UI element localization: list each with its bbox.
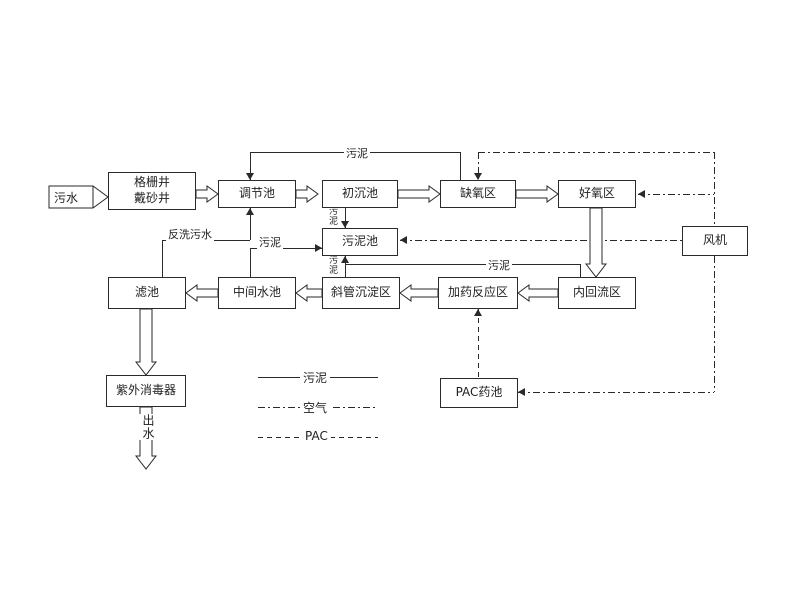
backwash-line-up	[162, 240, 163, 277]
node-regulating-tank: 调节池	[218, 180, 296, 208]
node-dosing-reaction-zone: 加药反应区	[438, 277, 518, 309]
arrowhead-into-sludge-tank-top	[341, 221, 349, 228]
air-line-to-pac-tank	[518, 392, 714, 393]
flow-arrow	[515, 185, 559, 203]
node-inclined-tube-settling-zone: 斜管沉淀区	[322, 277, 400, 309]
flow-arrow	[399, 284, 439, 302]
arrowhead-into-regulating-bottom	[246, 208, 254, 215]
node-internal-reflux-zone: 内回流区	[558, 277, 636, 309]
inflow-arrow	[48, 185, 109, 209]
flow-label-backwash: 反洗污水	[166, 226, 214, 242]
node-intermediate-tank-label: 中间水池	[232, 285, 281, 300]
arrowhead-air-into-aerobic	[638, 190, 645, 198]
node-primary-sedimentation-tank: 初沉池	[322, 180, 398, 208]
reflux-sludge-line-up	[580, 264, 581, 277]
node-uv-disinfector-label: 紫外消毒器	[115, 383, 176, 398]
inflow-label: 污水	[54, 191, 79, 205]
node-fan-label: 风机	[702, 233, 727, 248]
node-grid-well: 格栅井 戴砂井	[108, 172, 196, 210]
legend-label-pac: PAC	[302, 429, 331, 443]
flow-label-sludge-reflux: 污泥	[486, 257, 512, 273]
flow-arrow	[185, 284, 219, 302]
flow-arrow	[134, 308, 158, 376]
flow-label-sludge-inclined: 污泥	[326, 255, 339, 275]
node-pac-tank-label: PAC药池	[455, 385, 503, 400]
arrowhead-air-into-anoxic	[474, 173, 482, 180]
node-sludge-tank: 污泥池	[322, 228, 398, 256]
node-filter-tank-label: 滤池	[134, 285, 159, 300]
node-grid-well-label-2: 戴砂井	[133, 191, 170, 205]
legend-label-sludge: 污泥	[300, 369, 331, 386]
node-aerobic-zone: 好氧区	[558, 180, 636, 208]
arrowhead-into-sludge-tank-left	[315, 244, 322, 252]
air-line-top-bus	[478, 152, 714, 153]
reflux-sludge-line-across	[345, 264, 580, 265]
arrowhead-into-sludge-tank-bottom	[341, 256, 349, 263]
arrowhead-into-regulating-top	[246, 173, 254, 180]
node-inclined-tube-label: 斜管沉淀区	[330, 285, 391, 300]
pac-dosing-line	[478, 309, 479, 378]
inclined-sludge-line	[345, 256, 346, 277]
air-line-to-aerobic	[638, 194, 714, 195]
arrowhead-pac-into-dosing	[474, 309, 482, 316]
arrowhead-air-into-sludge-tank	[400, 236, 407, 244]
flow-label-sludge-primary: 污泥	[326, 206, 339, 226]
flow-arrow	[517, 284, 559, 302]
flow-label-sludge-top: 污泥	[344, 145, 370, 161]
primary-sludge-line	[345, 208, 346, 228]
node-fan: 风机	[682, 226, 748, 256]
node-internal-reflux-label: 内回流区	[572, 285, 621, 300]
node-sludge-tank-label: 污泥池	[341, 234, 378, 249]
air-line-riser-bottom	[714, 256, 715, 392]
intermediate-sludge-line-across	[250, 248, 322, 249]
flow-label-sludge-intermediate: 污泥	[257, 234, 283, 250]
node-regulating-tank-label: 调节池	[238, 186, 275, 201]
air-line-to-anoxic	[478, 152, 479, 180]
sludge-return-line-up	[460, 152, 461, 180]
node-grid-well-label-1: 格栅井	[133, 175, 170, 190]
node-anoxic-zone-label: 缺氧区	[459, 186, 496, 201]
legend-label-air: 空气	[300, 399, 331, 416]
node-intermediate-tank: 中间水池	[218, 277, 296, 309]
node-primary-sedimentation-label: 初沉池	[341, 186, 378, 201]
backwash-line-into-tank	[250, 208, 251, 240]
flow-arrow	[397, 185, 441, 203]
arrowhead-air-into-pac-tank	[518, 388, 525, 396]
node-anoxic-zone: 缺氧区	[440, 180, 516, 208]
intermediate-sludge-line-up	[250, 248, 251, 277]
flow-arrow	[584, 207, 608, 278]
outflow-label: 出水	[138, 414, 159, 440]
flow-arrow	[295, 185, 319, 203]
air-line-riser-top	[714, 152, 715, 226]
sludge-return-line-down	[250, 152, 251, 180]
air-line-to-sludge-tank	[400, 240, 682, 241]
flow-arrow	[195, 185, 219, 203]
node-uv-disinfector: 紫外消毒器	[106, 375, 186, 407]
node-aerobic-zone-label: 好氧区	[578, 186, 615, 201]
node-dosing-reaction-label: 加药反应区	[447, 285, 508, 300]
node-pac-tank: PAC药池	[440, 378, 518, 408]
flow-arrow	[295, 284, 323, 302]
node-filter-tank: 滤池	[108, 277, 186, 309]
